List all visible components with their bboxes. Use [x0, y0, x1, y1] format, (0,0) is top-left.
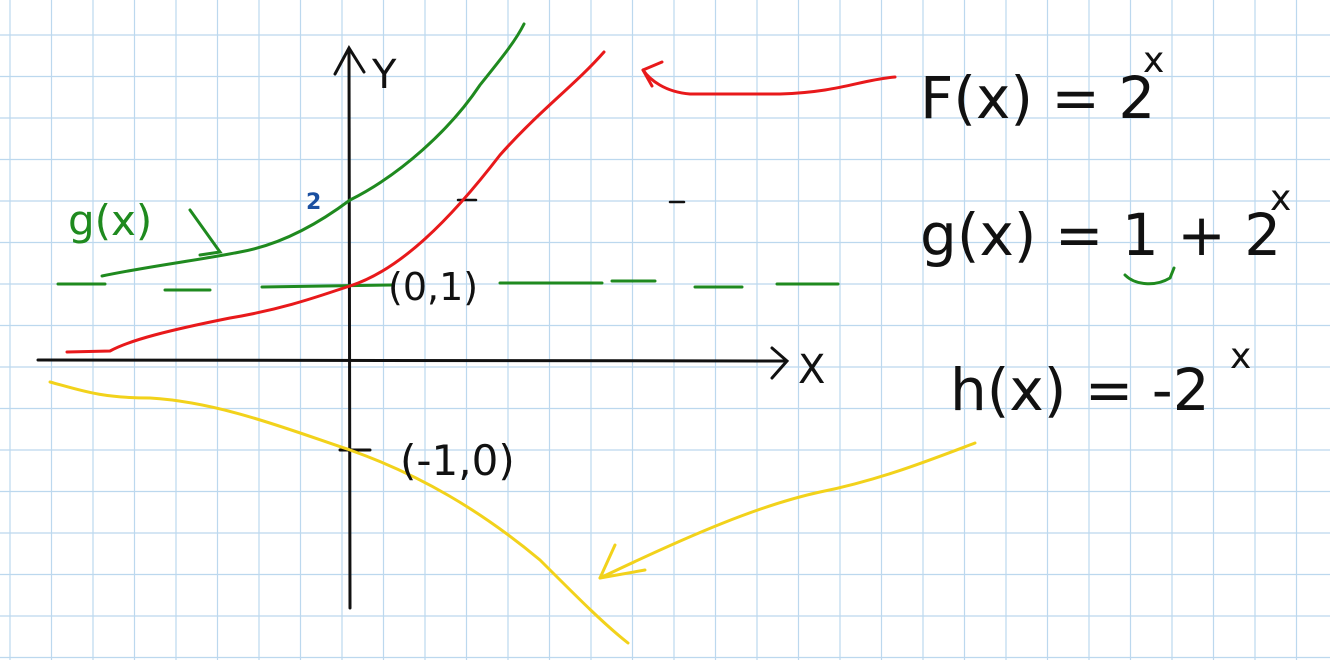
h-arrow	[598, 441, 977, 580]
g-underline	[1123, 266, 1176, 286]
x-axis	[36, 358, 787, 363]
equation-g: g(x) = 1 + 2 x	[920, 178, 1291, 269]
axes	[36, 45, 790, 610]
x-axis-arrow	[770, 346, 790, 380]
curve-label-g: g(x)	[68, 196, 152, 245]
y-axis-arrow	[333, 45, 366, 76]
y-tick-label-2: 2	[306, 190, 321, 215]
g-asymptote	[56, 279, 840, 292]
curve-f	[65, 50, 606, 354]
equation-g-exponent: x	[1270, 178, 1291, 219]
curve-g	[100, 22, 526, 278]
f-arrow	[641, 60, 897, 96]
equation-f-text: F(x) = 2	[920, 64, 1155, 132]
equation-h: h(x) = -2 x	[950, 336, 1251, 424]
point-label-neg1-0: (-1,0)	[400, 436, 515, 485]
y-axis-label: Y	[371, 52, 397, 98]
equation-h-text: h(x) = -2	[950, 356, 1210, 424]
equation-g-text: g(x) = 1 + 2	[920, 201, 1281, 269]
point-label-0-1: (0,1)	[388, 265, 478, 309]
x-axis-label: X	[798, 347, 825, 393]
curve-h	[48, 380, 630, 645]
equation-h-exponent: x	[1230, 336, 1251, 377]
equation-f: F(x) = 2 x	[920, 40, 1164, 132]
y-axis	[347, 48, 352, 610]
g-label-arrow	[188, 208, 223, 257]
equation-f-exponent: x	[1143, 40, 1164, 81]
